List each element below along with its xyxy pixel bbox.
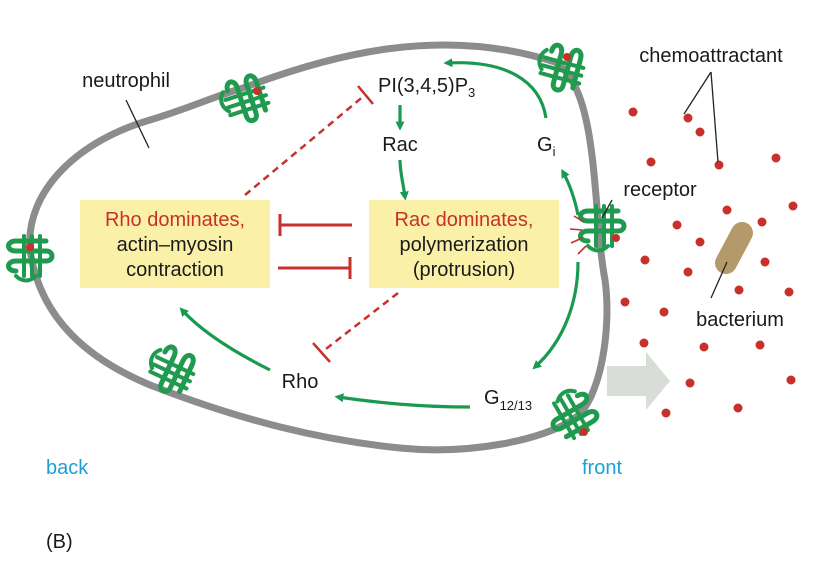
receptor-to-gi-arrow [561, 168, 580, 216]
rho-to-box-arrow [179, 307, 271, 372]
rac-to-box-arrow [398, 159, 409, 201]
receptor-ligand-dot [563, 53, 571, 61]
inhibition-lines [278, 214, 352, 279]
neutrophil-label: neutrophil [82, 70, 170, 92]
rho-box-line3: contraction [126, 259, 224, 281]
rac-dominates-box [369, 200, 559, 288]
rac-box-title: Rac dominates, [395, 209, 534, 231]
panel-label: (B) [46, 531, 73, 553]
pip3-inhibit-bar [357, 85, 374, 105]
rho-label: Rho [282, 371, 319, 393]
receptor-label: receptor [623, 179, 697, 201]
chemoattractant-dots [620, 107, 798, 418]
front-label: front [582, 457, 622, 479]
receptor-ligand-dot [612, 234, 620, 242]
rho-box-title: Rho dominates, [105, 209, 245, 231]
receptor-ligand-dot [26, 243, 34, 251]
rac-box-line3: (protrusion) [413, 259, 515, 281]
bacterium-icon [715, 221, 753, 275]
receptor-ligand-dot [253, 87, 261, 95]
activation-burst [569, 215, 587, 255]
chemoattractant-label: chemoattractant [639, 45, 783, 67]
gpcr-receptor-icon [581, 206, 625, 251]
pip3-label: PI(3,4,5)P3 [378, 75, 475, 100]
gi-label: Gi [537, 134, 556, 159]
rac-box-line2: polymerization [400, 234, 529, 256]
receptor-ligand-dot [580, 428, 588, 436]
receptor-to-g1213-arrow [532, 261, 580, 370]
g1213-to-rho-arrow [334, 393, 471, 409]
dashed-inhibition-lines [244, 94, 399, 353]
gpcr-receptor-icon [533, 41, 587, 95]
g1213-label: G12/13 [484, 387, 532, 413]
gpcr-receptor-icon [9, 236, 53, 281]
rho-inhibit-bar [312, 342, 331, 363]
movement-arrow-icon [607, 352, 670, 410]
bacterium-label: bacterium [696, 309, 784, 331]
rho-box-line2: actin–myosin [117, 234, 234, 256]
gi-to-pip3-arrow [443, 58, 548, 119]
back-label: back [46, 457, 89, 479]
leader-lines [125, 71, 728, 299]
rho-dominates-box [80, 200, 270, 288]
gpcr-receptor-icon [141, 341, 200, 399]
rac-label: Rac [382, 134, 418, 156]
activation-arrows [179, 58, 580, 409]
